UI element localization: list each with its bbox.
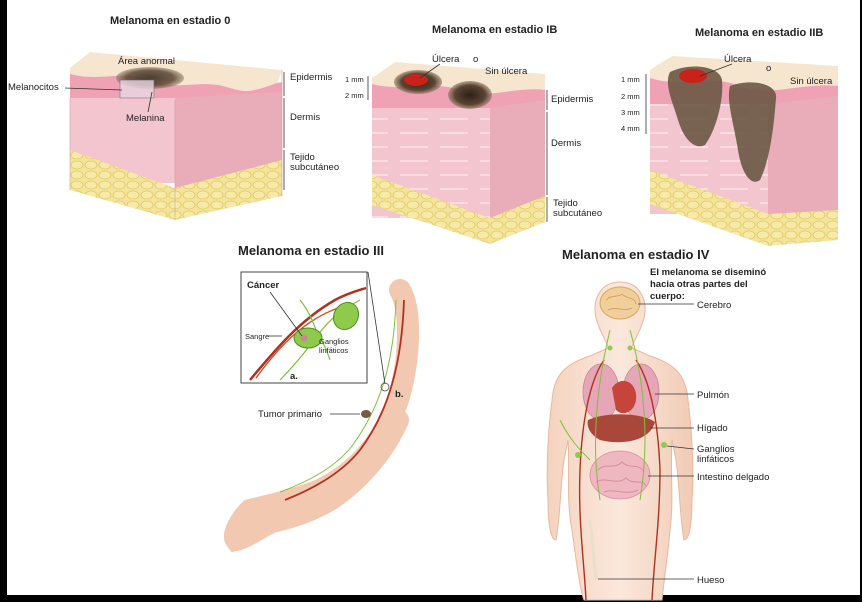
ulcer-label: Úlcera (432, 54, 460, 65)
stage-iib-panel: Melanoma en estadio IIB Úlcera o Sin úlc… (621, 27, 838, 246)
bone-label: Hueso (697, 575, 724, 586)
melanin-label: Melanina (126, 113, 165, 124)
zoom-line (368, 272, 385, 384)
liver-label: Hígado (697, 423, 728, 434)
non-ulcerated-tumor (448, 81, 492, 109)
no-ulcer-label: Sin úlcera (790, 76, 833, 87)
stage-0-title: Melanoma en estadio 0 (110, 15, 230, 27)
dermis-label: Dermis (551, 138, 581, 149)
depth-4mm-label: 4 mm (621, 124, 640, 133)
stage-iv-title: Melanoma en estadio IV (562, 247, 710, 262)
lung-label: Pulmón (697, 390, 729, 401)
lymph-node-marker (575, 452, 581, 458)
subcutaneous-label-2: subcutáneo (553, 208, 602, 219)
depth-1mm-label: 1 mm (621, 75, 640, 84)
primary-tumor-label: Tumor primario (258, 409, 322, 420)
lymph-node-marker (661, 442, 667, 448)
subcutaneous-fat-side (768, 210, 838, 246)
or-label: o (766, 63, 771, 74)
cancer-label: Cáncer (247, 280, 280, 291)
brain (600, 287, 640, 319)
stage-iv-panel: Melanoma en estadio IV El melanoma se di… (547, 247, 769, 600)
dermis-side (768, 96, 838, 218)
no-ulcer-label: Sin úlcera (485, 66, 528, 77)
lymph-label-1: Ganglios (319, 337, 349, 346)
epidermis-label: Epidermis (551, 94, 593, 105)
ulcer-spot (404, 74, 428, 86)
melanocytes-zoom-box (120, 80, 154, 98)
ulcer-label: Úlcera (724, 54, 752, 65)
spread-note-line-1: El melanoma se diseminó (650, 267, 766, 278)
depth-2mm-label: 2 mm (345, 91, 364, 100)
abnormal-area-label: Área anormal (118, 56, 175, 67)
stage-iii-title: Melanoma en estadio III (238, 243, 384, 258)
depth-3mm-label: 3 mm (621, 108, 640, 117)
lymph-node-marker (628, 346, 633, 351)
subcutaneous-label-2: subcutáneo (290, 162, 339, 173)
depth-1mm-label: 1 mm (345, 75, 364, 84)
dermis-label: Dermis (290, 112, 320, 123)
depth-2mm-label: 2 mm (621, 92, 640, 101)
stage-iii-panel: Melanoma en estadio III Tumor primario b… (235, 243, 408, 540)
lymph-label-2: linfáticos (319, 346, 348, 355)
primary-tumor-spot (361, 410, 371, 418)
blood-label: Sangre (245, 332, 269, 341)
spread-note-line-3: cuerpo: (650, 291, 685, 302)
ulcer-spot (679, 69, 707, 83)
or-label: o (473, 54, 478, 65)
stage-iib-title: Melanoma en estadio IIB (695, 27, 823, 39)
epidermis-label: Epidermis (290, 72, 332, 83)
intestine-label: Intestino delgado (697, 472, 769, 483)
brain-label: Cerebro (697, 300, 731, 311)
label-a: a. (290, 371, 298, 382)
label-b: b. (395, 389, 403, 400)
lymph-node-marker (608, 346, 613, 351)
lymph-label-2: linfáticos (697, 454, 734, 465)
stage-ib-title: Melanoma en estadio IB (432, 24, 557, 36)
stage-ib-panel: Melanoma en estadio IB Úlcera o Sin úlce… (345, 24, 602, 244)
stage-0-panel: Melanoma en estadio 0 Área anormal Melan… (8, 15, 339, 220)
spread-note-line-2: hacia otras partes del (650, 279, 748, 290)
melanocytes-label: Melanocitos (8, 82, 59, 93)
